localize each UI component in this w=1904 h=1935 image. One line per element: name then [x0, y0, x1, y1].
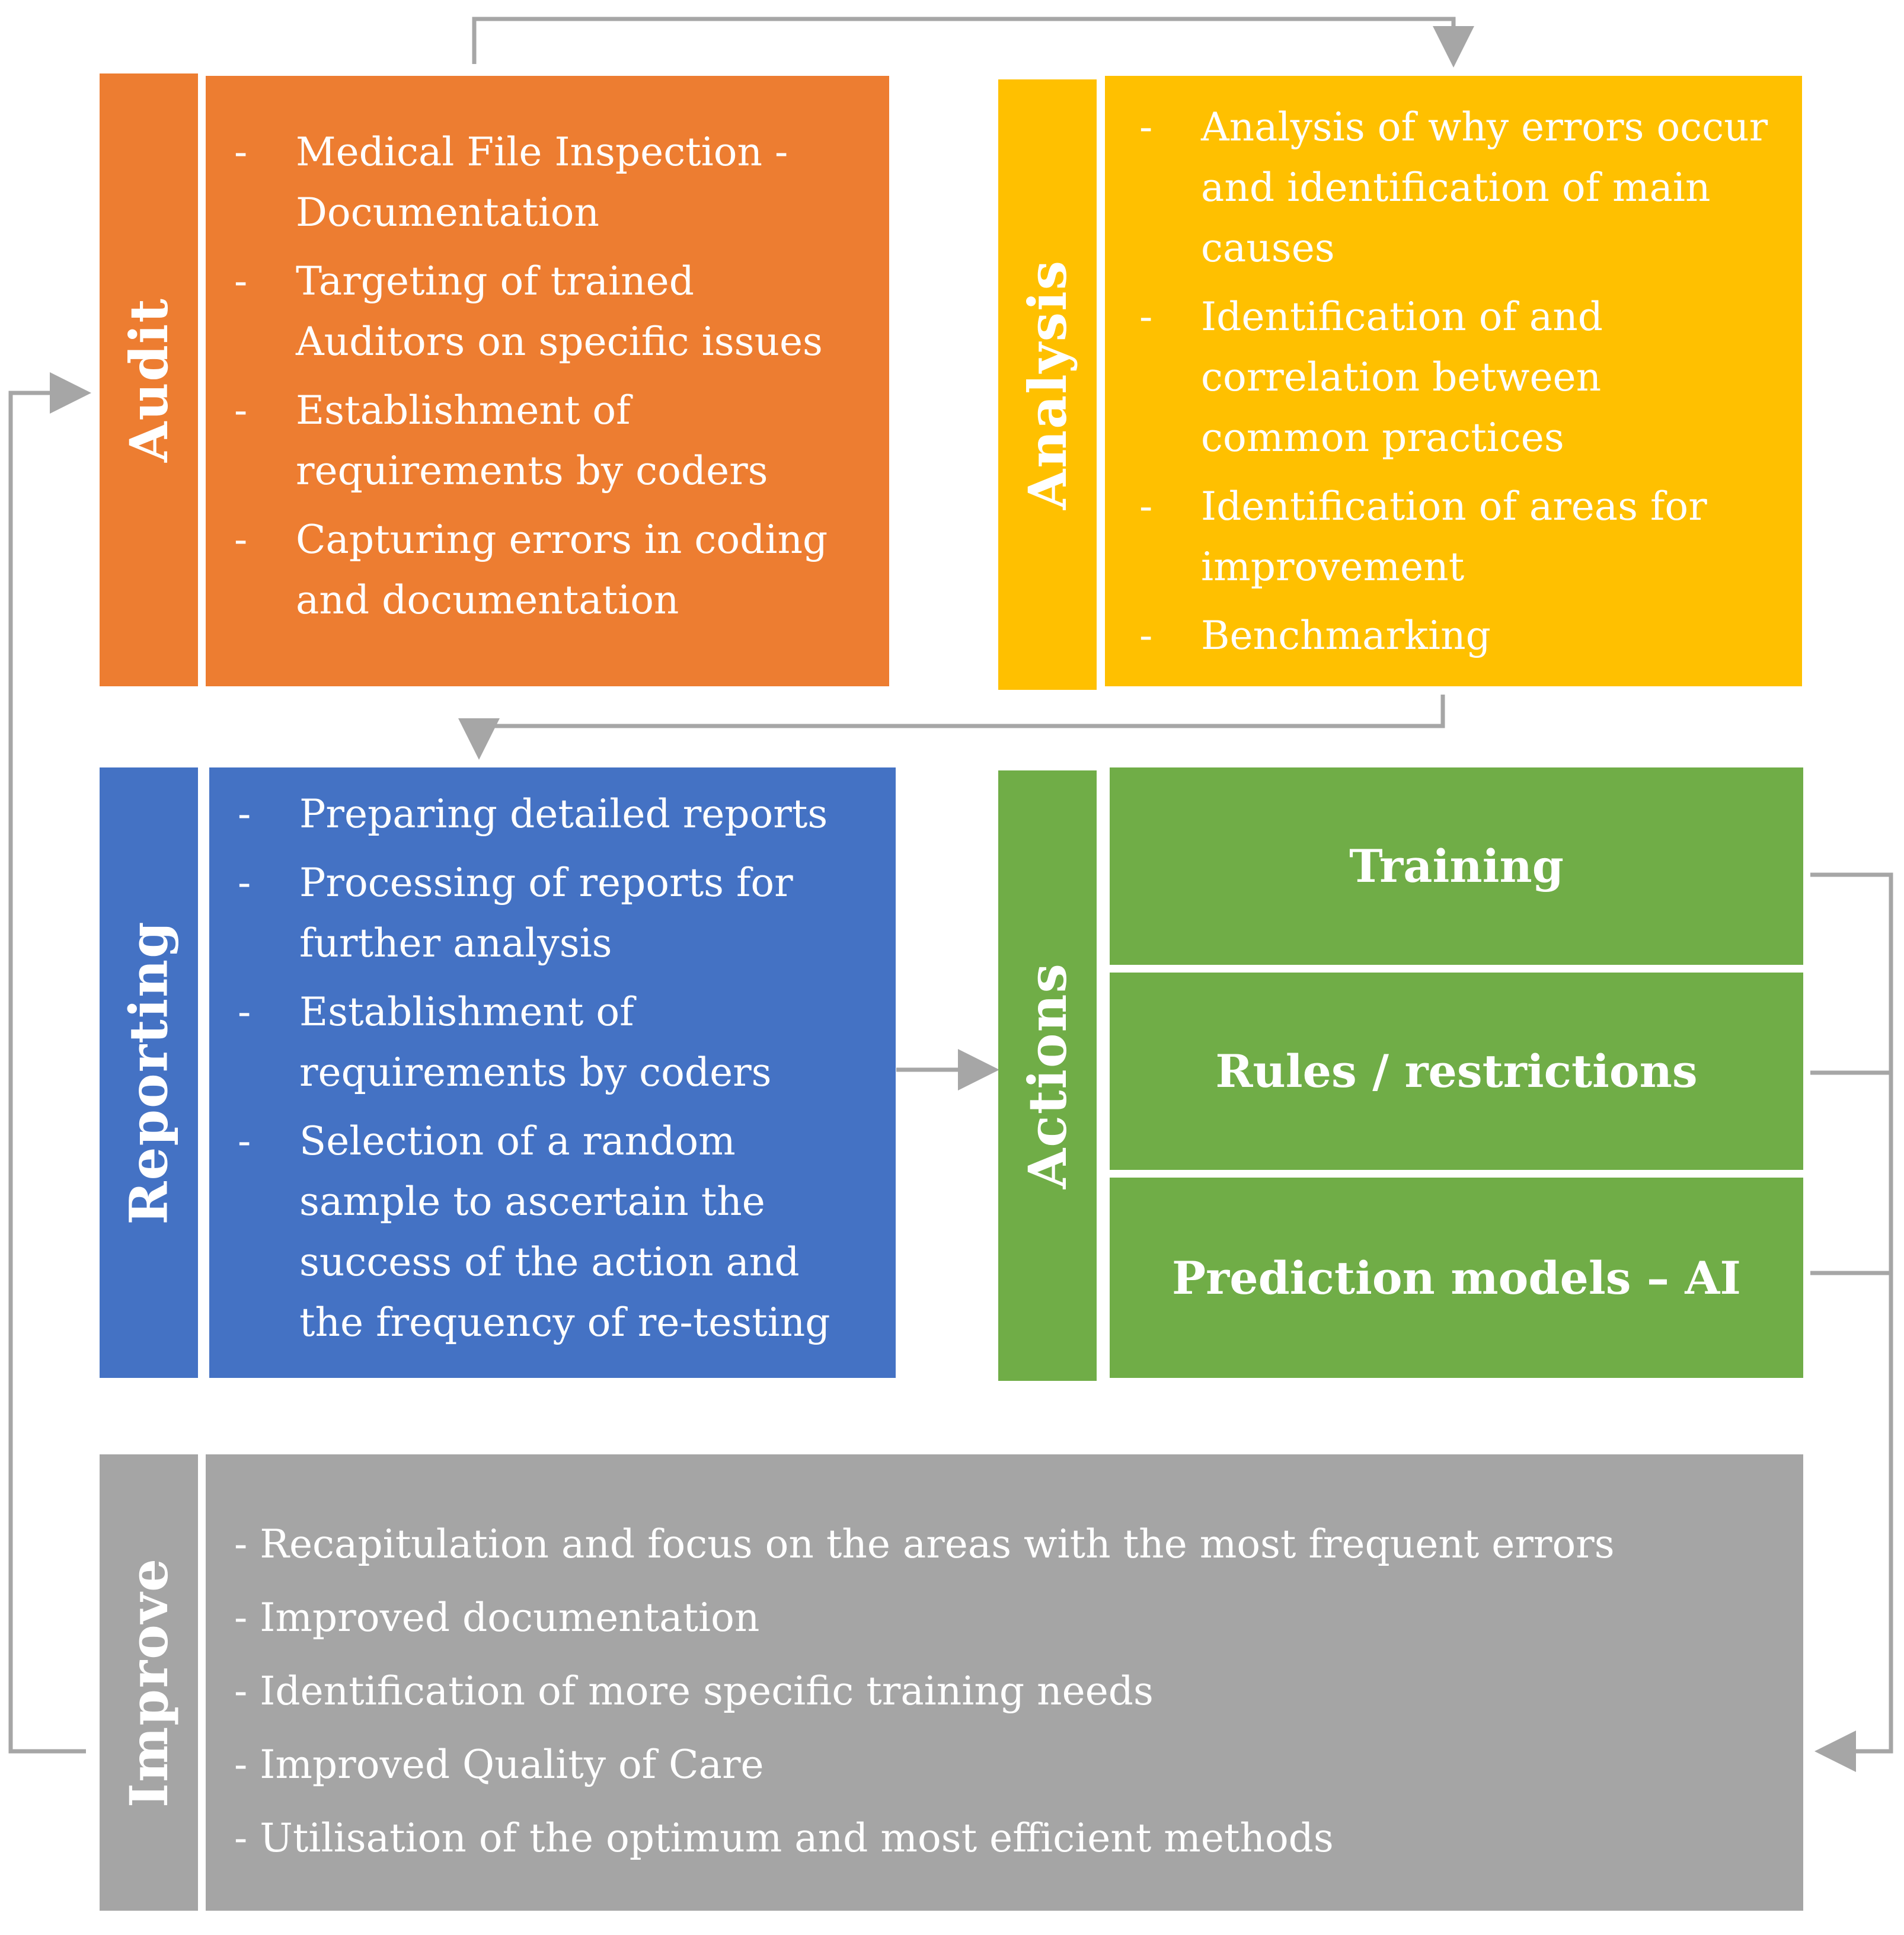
arrow-audit-to-analysis: [472, 17, 1474, 68]
action-training: Training: [1110, 767, 1803, 965]
audit-items-list: -Medical File Inspection - Documentation…: [234, 122, 865, 631]
audit-content-panel: -Medical File Inspection - Documentation…: [206, 76, 889, 686]
list-item: - Utilisation of the optimum and most ef…: [234, 1815, 1334, 1861]
reporting-label: Reporting: [118, 920, 180, 1225]
action-rules-restrictions: Rules / restrictions: [1110, 973, 1803, 1170]
reporting-content-panel: -Preparing detailed reports -Processing …: [209, 767, 896, 1378]
analysis-label: Analysis: [1017, 259, 1079, 510]
reporting-items-list: -Preparing detailed reports -Processing …: [238, 784, 872, 1353]
arrow-improve-to-audit: [8, 372, 91, 1754]
audit-label: Audit: [118, 298, 180, 462]
list-item: - Recapitulation and focus on the areas …: [234, 1521, 1615, 1567]
reporting-side-panel: Reporting: [100, 767, 198, 1378]
analysis-side-panel: Analysis: [998, 79, 1097, 690]
improve-items-list: - Recapitulation and focus on the areas …: [234, 1508, 1780, 1875]
list-item: -Identification of areas for improvement: [1139, 484, 1707, 590]
improve-content-panel: - Recapitulation and focus on the areas …: [206, 1454, 1803, 1911]
list-item: -Benchmarking: [1139, 613, 1491, 658]
action-prediction-models: Prediction models – AI: [1110, 1178, 1803, 1378]
list-item: -Preparing detailed reports: [238, 791, 828, 837]
list-item: -Selection of a random sample to ascerta…: [238, 1118, 830, 1345]
list-item: -Targeting of trained Auditors on specif…: [234, 258, 823, 364]
list-item: -Establishment of requirements by coders: [238, 989, 772, 1095]
improve-side-panel: Improve: [100, 1454, 198, 1911]
arrow-analysis-to-reporting: [458, 695, 1445, 760]
analysis-content-panel: -Analysis of why errors occur and identi…: [1105, 76, 1802, 686]
arrow-actions-to-improve: [1810, 872, 1893, 1772]
list-item: -Analysis of why errors occur and identi…: [1139, 104, 1768, 271]
list-item: - Improved Quality of Care: [234, 1742, 764, 1787]
list-item: -Processing of reports for further analy…: [238, 860, 793, 966]
list-item: -Identification of and correlation betwe…: [1139, 294, 1603, 460]
analysis-items-list: -Analysis of why errors occur and identi…: [1139, 97, 1778, 666]
improve-label: Improve: [118, 1557, 180, 1808]
list-item: -Capturing errors in coding and document…: [234, 517, 828, 623]
list-item: -Medical File Inspection - Documentation: [234, 129, 788, 235]
actions-side-panel: Actions: [998, 770, 1097, 1381]
audit-side-panel: Audit: [100, 73, 198, 686]
list-item: -Establishment of requirements by coders: [234, 388, 768, 494]
list-item: - Improved documentation: [234, 1595, 760, 1640]
list-item: - Identification of more specific traini…: [234, 1668, 1154, 1714]
actions-label: Actions: [1017, 962, 1078, 1189]
